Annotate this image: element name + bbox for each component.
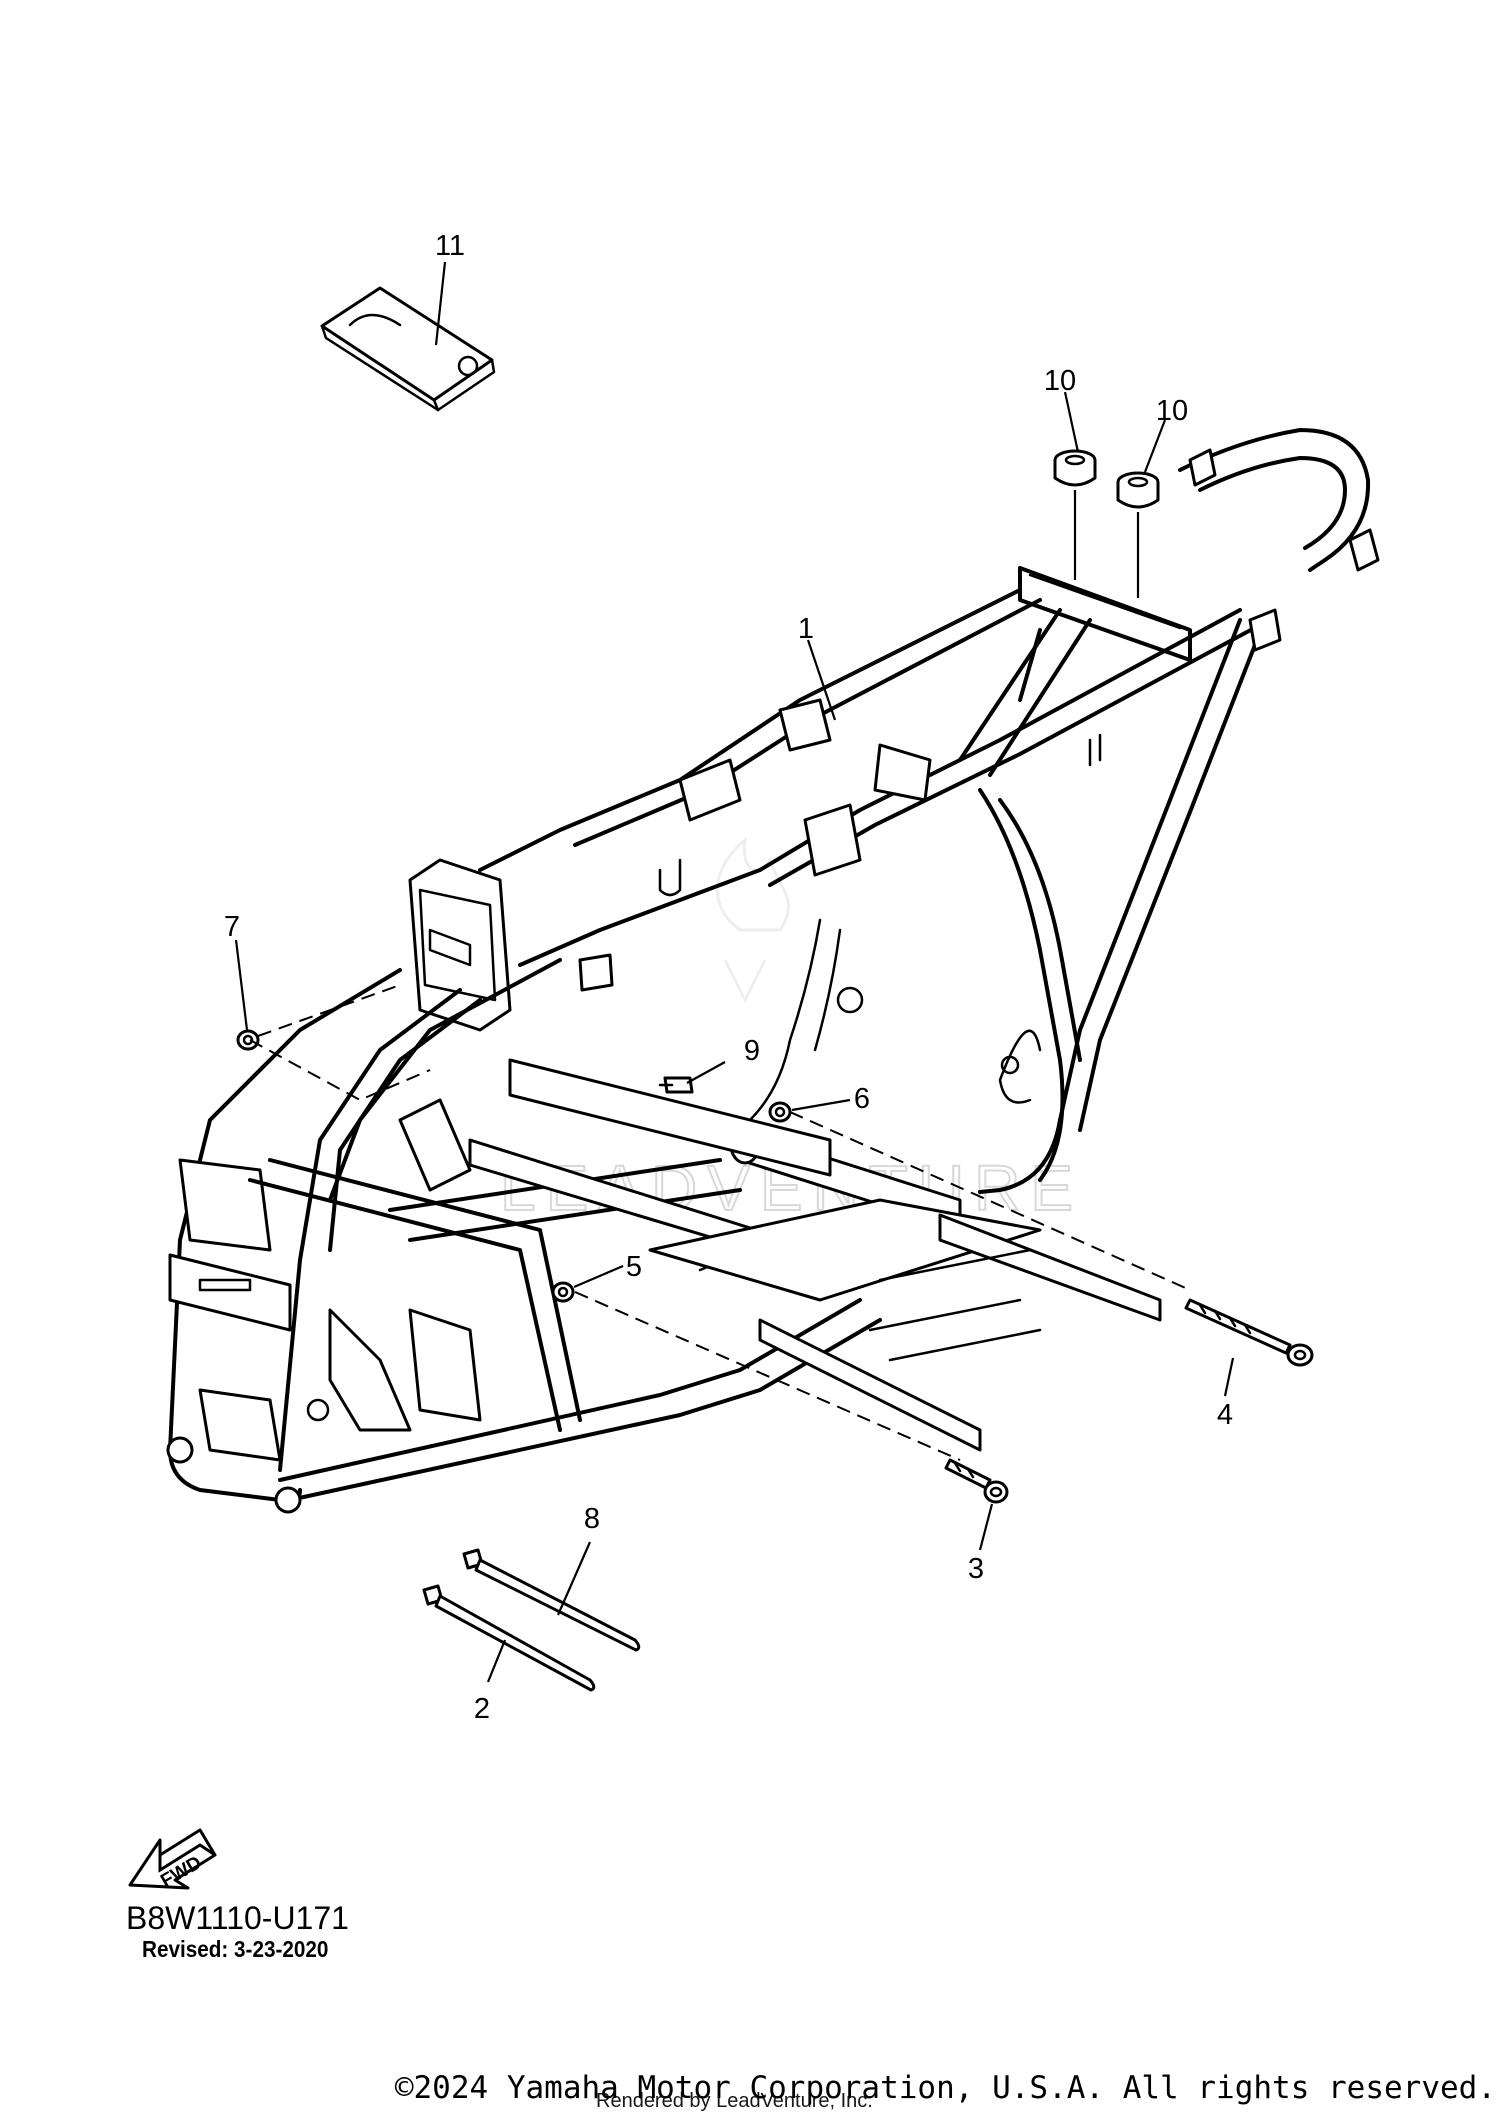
part-code-block: B8W1110-U171 Revised: 3-23-2020 bbox=[126, 1900, 349, 1963]
part-7-nut bbox=[236, 1029, 260, 1051]
callout-7: 7 bbox=[224, 911, 240, 943]
callout-3: 3 bbox=[968, 1553, 984, 1585]
callout-4: 4 bbox=[1217, 1399, 1233, 1431]
callout-11: 11 bbox=[435, 230, 465, 262]
leadventure-flame-icon bbox=[715, 836, 791, 1004]
part-6-nut bbox=[768, 1101, 792, 1123]
part-8-cable-tie bbox=[462, 1548, 641, 1652]
part-3-bolt bbox=[944, 1458, 1009, 1504]
part-2-cable-tie bbox=[422, 1584, 596, 1692]
rendered-by-notice: Rendered by LeadVenture, Inc. bbox=[596, 2090, 873, 2112]
callout-6: 6 bbox=[854, 1083, 870, 1115]
callout-5: 5 bbox=[626, 1251, 642, 1283]
part-10-grommet-right bbox=[1116, 471, 1160, 509]
revised-date: Revised: 3-23-2020 bbox=[142, 1936, 329, 1962]
part-10-grommet-left bbox=[1053, 449, 1097, 487]
part-5-nut bbox=[551, 1281, 575, 1303]
fwd-arrow-icon: FWD bbox=[128, 1828, 217, 1892]
callout-10-left: 10 bbox=[1044, 365, 1076, 397]
part-4-long-bolt bbox=[1184, 1298, 1314, 1367]
part-1-frame bbox=[166, 428, 1380, 1514]
callout-1: 1 bbox=[798, 613, 814, 645]
part-9-clip bbox=[658, 1076, 694, 1094]
callout-2: 2 bbox=[474, 1693, 490, 1725]
callout-10-right: 10 bbox=[1156, 395, 1188, 427]
copyright-notice: ©2024 Yamaha Motor Corporation, U.S.A. A… bbox=[394, 2070, 1496, 2106]
part-11-pouch bbox=[320, 286, 496, 412]
callout-8: 8 bbox=[584, 1503, 600, 1535]
part-code: B8W1110-U171 bbox=[126, 1900, 349, 1936]
callout-9: 9 bbox=[744, 1035, 760, 1067]
